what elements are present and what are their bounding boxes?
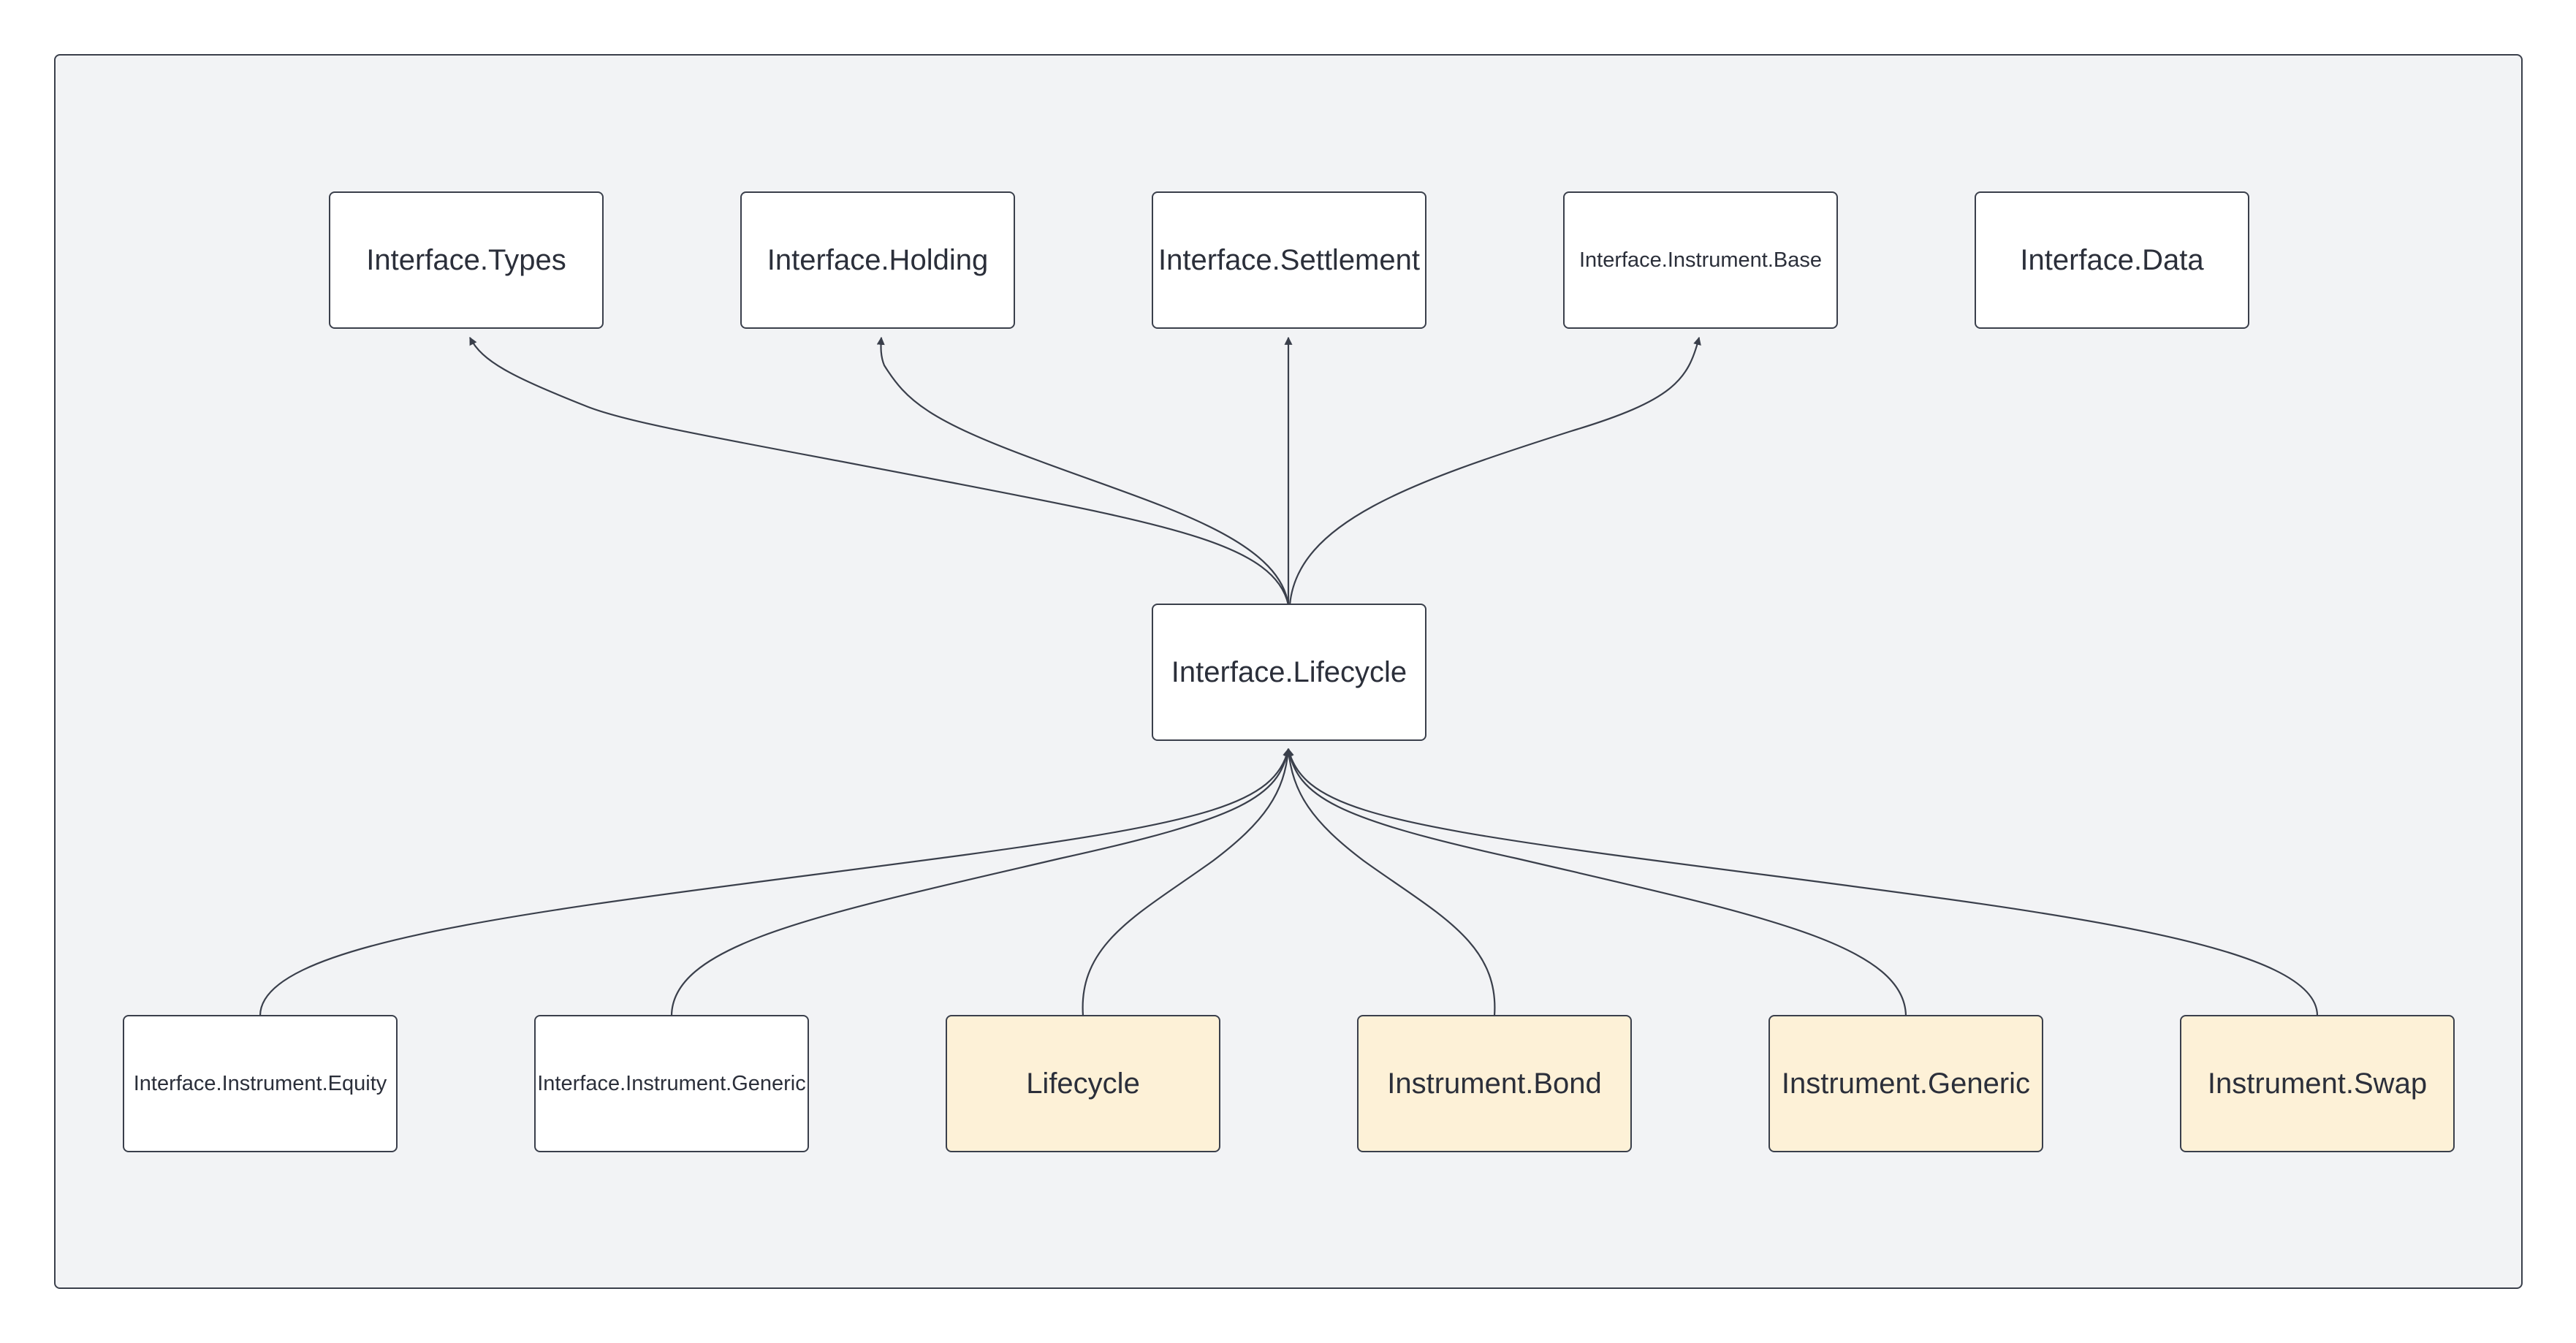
- node-instrument-generic: Instrument.Generic: [1768, 1015, 2043, 1152]
- edge-equity-to-lifecycle: [259, 747, 1291, 1016]
- node-interface-instrument-base: Interface.Instrument.Base: [1563, 191, 1838, 329]
- node-instrument-swap: Instrument.Swap: [2180, 1015, 2455, 1152]
- node-interface-instrument-generic: Interface.Instrument.Generic: [534, 1015, 809, 1152]
- edge-lifecycle-to-types: [469, 337, 1290, 606]
- edge-lifecycle-to-instrument-base: [1288, 336, 1701, 606]
- node-interface-holding: Interface.Holding: [740, 191, 1015, 329]
- edge-swap-to-lifecycle: [1285, 747, 2319, 1016]
- edge-generic-interface-to-lifecycle: [670, 747, 1291, 1016]
- node-lifecycle: Lifecycle: [946, 1015, 1220, 1152]
- node-interface-lifecycle: Interface.Lifecycle: [1152, 604, 1426, 741]
- edge-bond-to-lifecycle: [1285, 747, 1496, 1016]
- edge-impl-lifecycle-to-lifecycle: [1082, 747, 1292, 1016]
- node-instrument-bond: Instrument.Bond: [1357, 1015, 1632, 1152]
- node-interface-data: Interface.Data: [1975, 191, 2249, 329]
- node-interface-settlement: Interface.Settlement: [1152, 191, 1426, 329]
- edge-lifecycle-to-holding: [876, 336, 1290, 606]
- node-interface-instrument-equity: Interface.Instrument.Equity: [123, 1015, 398, 1152]
- edge-generic-to-lifecycle: [1285, 747, 1907, 1016]
- node-interface-types: Interface.Types: [329, 191, 604, 329]
